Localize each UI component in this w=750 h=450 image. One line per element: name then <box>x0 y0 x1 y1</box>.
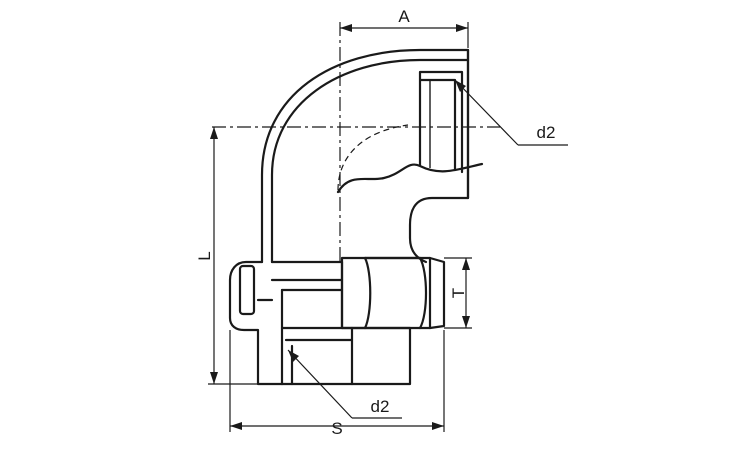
dim-s-label: S <box>331 419 342 438</box>
elbow-inner-wall <box>270 58 470 264</box>
dim-t-arrow-top <box>462 258 470 270</box>
dim-a-label: A <box>398 7 410 26</box>
bottom-thread-bore <box>284 338 354 386</box>
section-break-line <box>336 162 484 194</box>
union-collar <box>228 260 284 386</box>
dim-t-label: T <box>449 288 468 298</box>
hidden-bore-curve <box>337 124 409 191</box>
dim-s-arrow-left <box>230 422 242 430</box>
dim-t-arrow-bottom <box>462 316 470 328</box>
tail-pipe-end <box>280 326 412 386</box>
d2-bottom-label: d2 <box>371 397 390 416</box>
elbow-outer-contour <box>260 48 470 264</box>
dim-s-arrow-right <box>432 422 444 430</box>
d2-bottom-arrow <box>288 350 299 362</box>
d2-top-leader <box>454 79 519 146</box>
dim-a-arrow-left <box>340 24 352 32</box>
hex-nut <box>340 256 432 330</box>
collar-slot <box>238 264 256 316</box>
dim-a-arrow-right <box>456 24 468 32</box>
top-thread-bore <box>418 70 464 174</box>
nut-right-end <box>428 256 446 330</box>
dim-l-arrow-bottom <box>210 372 218 384</box>
d2-top-label: d2 <box>537 123 556 142</box>
d2-bottom-leader <box>287 349 353 419</box>
dim-l-label: L <box>195 251 214 260</box>
d2-top-arrow <box>455 80 466 92</box>
nut-face-curves <box>363 256 428 330</box>
dim-l-arrow-top <box>210 127 218 139</box>
